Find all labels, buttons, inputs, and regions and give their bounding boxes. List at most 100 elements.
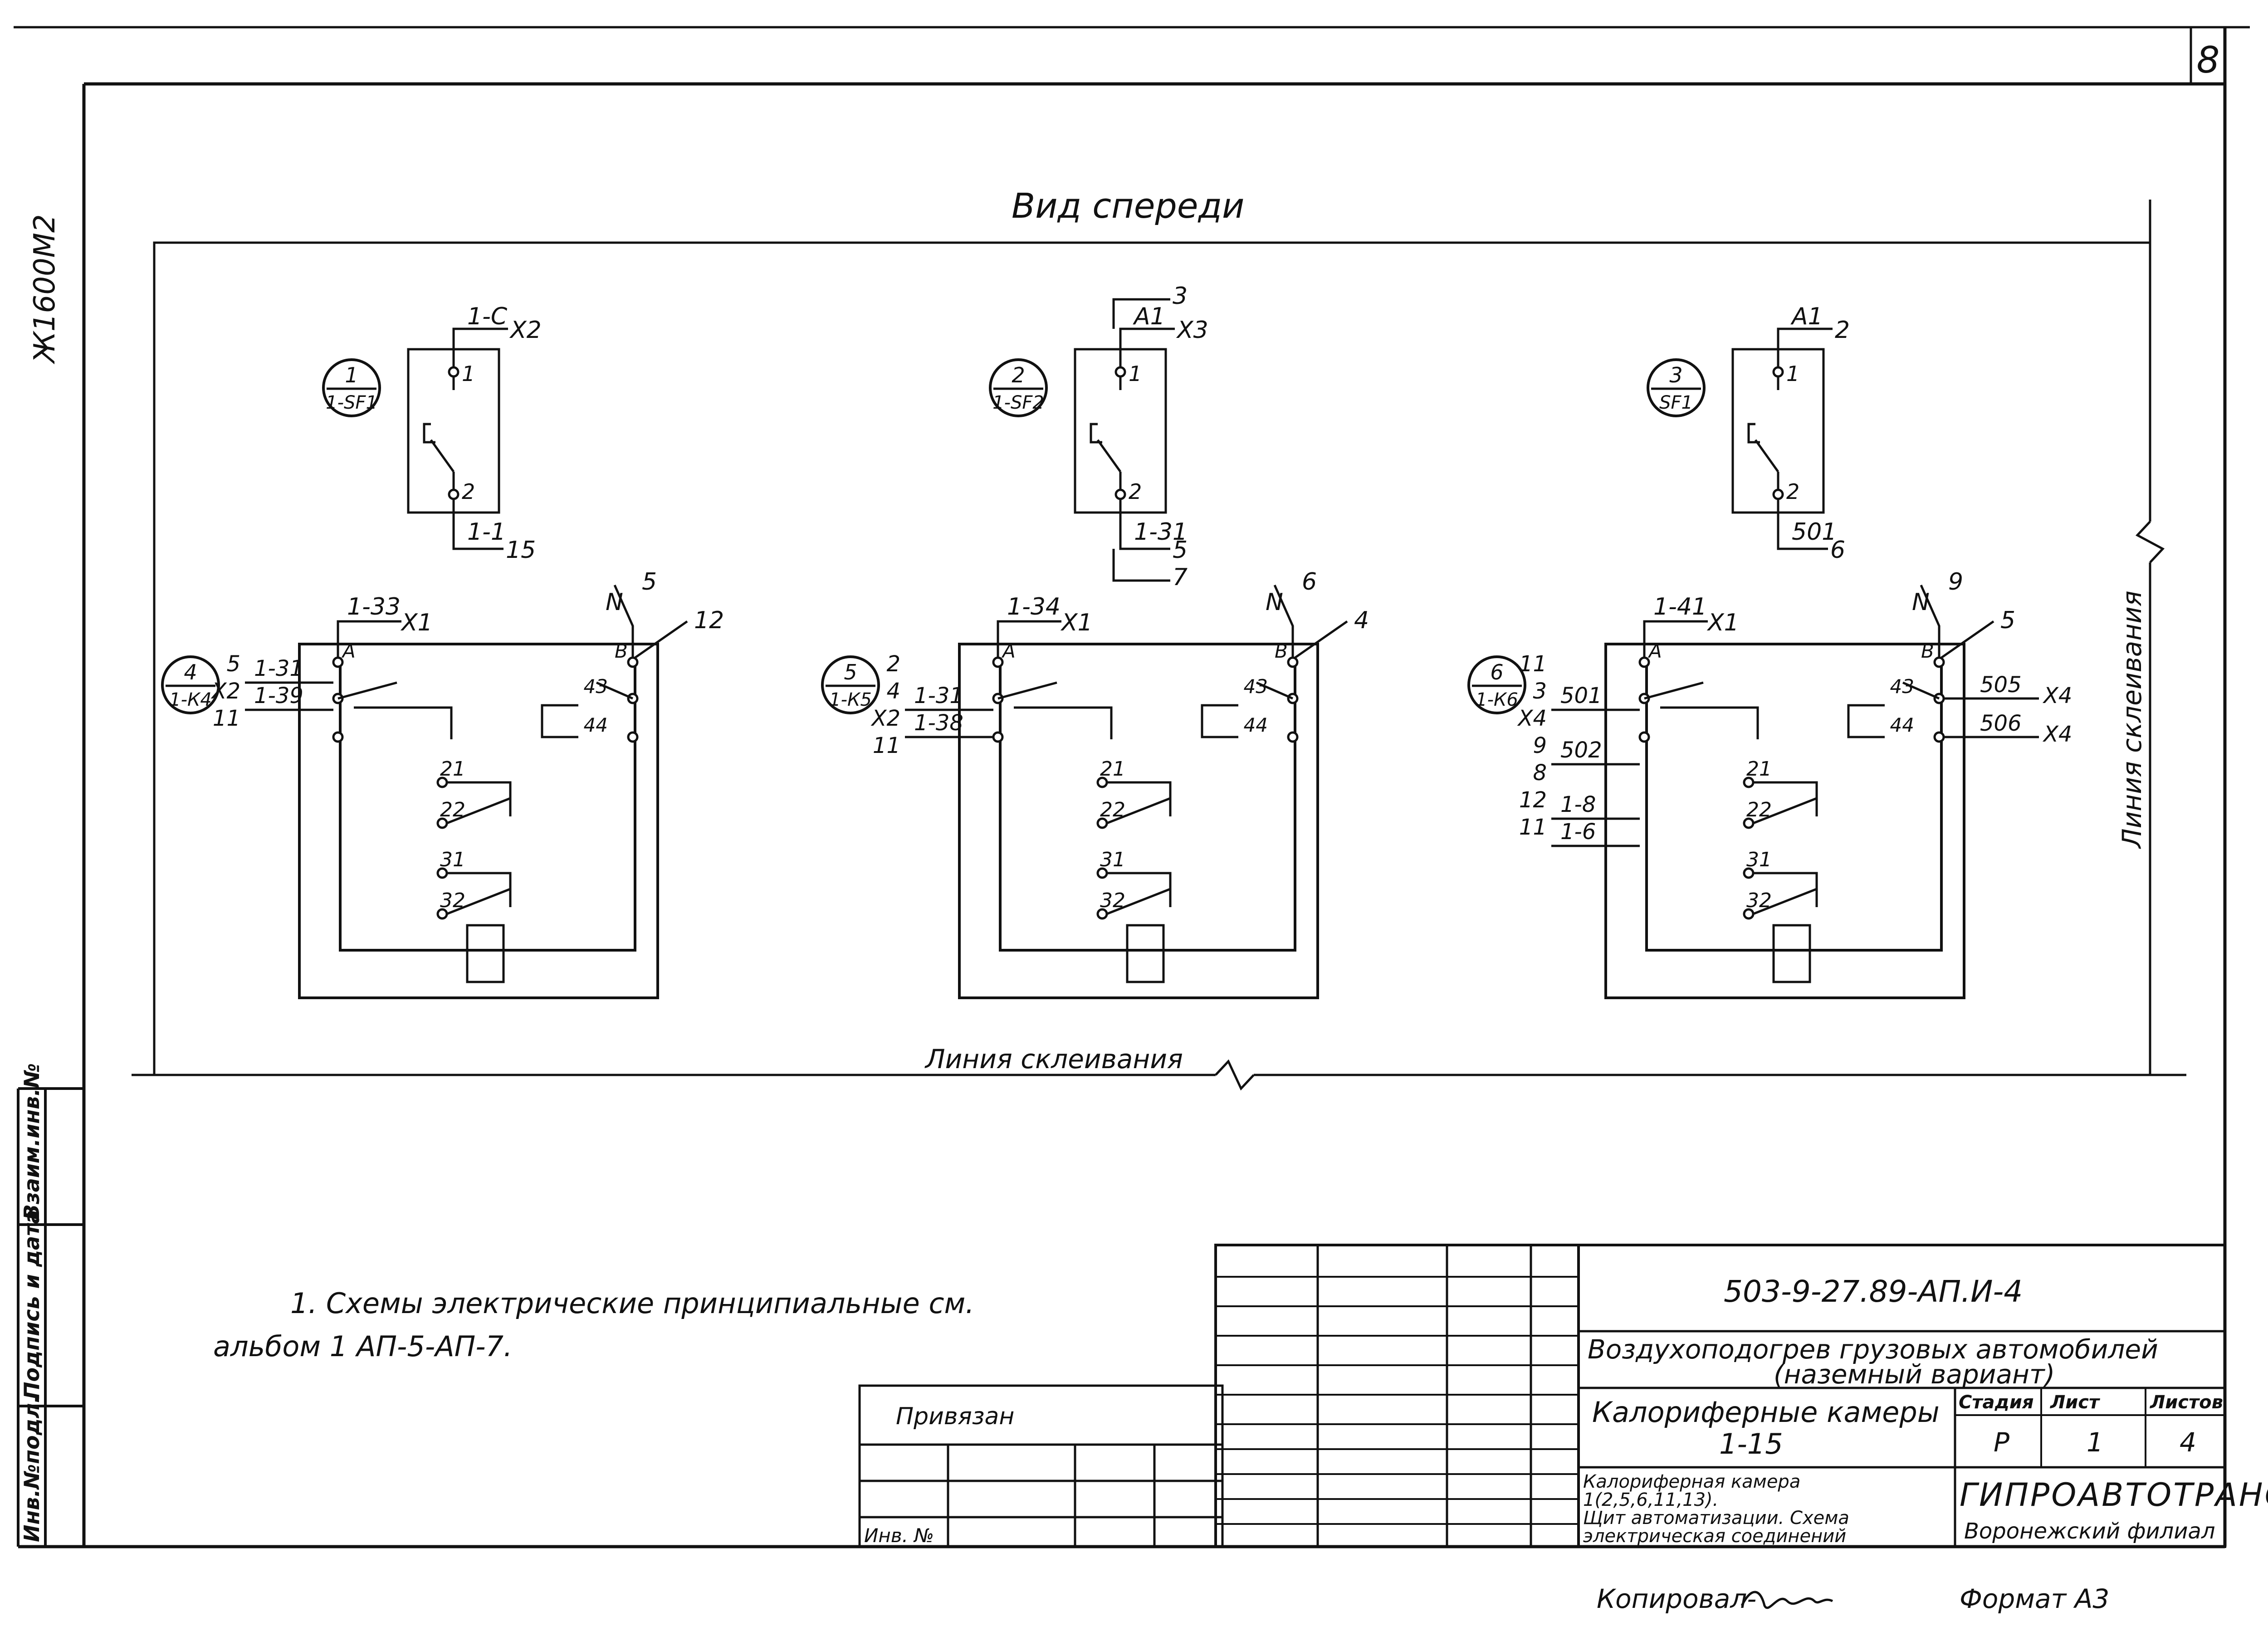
left-outer-label: 5 <box>226 651 240 677</box>
right-lead-line <box>1294 620 1348 659</box>
stage-value: Р <box>1994 1427 2009 1458</box>
paper-format: Формат А3 <box>1960 1583 2109 1614</box>
terminal-b-label: В <box>615 640 628 662</box>
ref-badge-number: 2 <box>1012 363 1025 387</box>
ref-badge-circle <box>1647 358 1706 417</box>
neutral-line <box>1920 584 1941 658</box>
breaker-top-terminal <box>448 366 459 378</box>
aux-21-22-blade <box>1106 797 1171 825</box>
sheet-title-line-1: Калориферные камеры <box>1592 1396 1940 1429</box>
ref-badge-code: 1-SF2 <box>992 392 1044 413</box>
left-outer-label: 11 <box>873 733 900 758</box>
ref-badge-circle <box>989 358 1048 417</box>
front-view-panel: Вид спереди Линия склеивания Линия склеи… <box>132 186 2186 1091</box>
left-outer-label: 12 <box>1519 787 1547 813</box>
aux-21-22-bar <box>1753 781 1818 816</box>
note-line-1: 1. Схемы электрические принципиальные см… <box>290 1287 974 1320</box>
breaker-bottom-pin: 2 <box>1786 479 1799 504</box>
left-outer-label: Х2 <box>210 679 240 704</box>
right-number: 5 <box>2000 607 2015 634</box>
left-wire-label: 502 <box>1560 737 1602 763</box>
breaker-contact-blade <box>430 439 455 473</box>
breaker-extra-bottom-line <box>1112 549 1170 582</box>
note: 1. Схемы электрические принципиальные см… <box>213 1287 974 1363</box>
right-contact-pin: 43 <box>1890 675 1914 698</box>
neutral-label: N <box>1912 589 1930 616</box>
left-outer-label: Х2 <box>870 706 900 731</box>
glue-line-horizontal: Линия склеивания <box>924 1044 1183 1074</box>
breaker-top-wire-label: А1 <box>1790 303 1823 330</box>
stage-label: Стадия <box>1959 1392 2034 1413</box>
sheets-label: Листов <box>2150 1392 2223 1413</box>
contactor-coil <box>1126 924 1165 983</box>
contactor-housing <box>1604 643 1965 999</box>
terminal-a-label: А <box>1647 640 1662 662</box>
terminal-a <box>332 656 344 668</box>
title-block: 503-9-27.89-АП.И-4 Воздухоподогрев грузо… <box>1214 1244 2268 1548</box>
right-wire-label: 505 <box>1980 672 2022 698</box>
left-outer-label: 11 <box>213 706 240 731</box>
terminal-a <box>992 656 1004 668</box>
aux-contact-pin: 31 <box>1746 848 1772 871</box>
sheet-label: Лист <box>2050 1392 2101 1413</box>
aux-31-32-blade <box>1106 888 1171 915</box>
ref-badge-code: 1-К5 <box>829 689 872 710</box>
contact-43-44-bracket <box>1847 704 1885 738</box>
breaker-bottom-pin: 2 <box>462 479 475 504</box>
aux-21-22-blade <box>446 797 511 825</box>
breaker-extra-top-label: 3 <box>1173 283 1188 310</box>
breaker-bottom-wire-line <box>1119 499 1170 550</box>
right-contact-pin: 44 <box>1244 714 1268 736</box>
sheet-title-line-2: 1-15 <box>1719 1427 1783 1460</box>
contact-14-terminal <box>1638 731 1650 743</box>
branch: Воронежский филиал <box>1964 1519 2215 1544</box>
right-number: 12 <box>694 607 724 634</box>
aux-21-22-blade <box>1753 797 1817 825</box>
breaker-contact-blade <box>1754 439 1779 473</box>
neutral-number: 6 <box>1302 568 1317 596</box>
sheet-value: 1 <box>2087 1427 2103 1458</box>
right-contact-pin: 43 <box>1244 675 1268 698</box>
bind-box: Привязан Инв. № <box>858 1384 1224 1548</box>
neutral-number: 5 <box>642 568 657 596</box>
stamp-inv-podl: Инв.№подл. <box>20 1395 44 1542</box>
terminal-a <box>1638 656 1650 668</box>
left-wire-label: 1-31 <box>914 683 963 708</box>
contactor-inner-wiring <box>1645 658 1943 952</box>
drawing-name-4: электрическая соединений <box>1583 1526 1846 1547</box>
right-wire-label: 506 <box>1980 711 2022 736</box>
terminal-b <box>1287 656 1299 668</box>
drawing-name-3: Щит автоматизации. Схема <box>1583 1508 1849 1529</box>
left-wire-label: 1-6 <box>1560 819 1596 845</box>
contactor-inner-wiring <box>339 658 636 952</box>
breaker-top-terminal <box>1114 366 1126 378</box>
contact-43-44-bracket <box>541 704 578 738</box>
breaker-top-pin: 1 <box>1786 361 1799 386</box>
breaker-bottom-terminal <box>1114 488 1126 500</box>
breaker-top-terminal <box>1772 366 1784 378</box>
breaker-top-wire-line <box>1777 327 1833 367</box>
breaker-top-wire-line <box>1119 327 1175 367</box>
project-line-2: (наземный вариант) <box>1774 1359 2055 1390</box>
right-term-label: Х4 <box>2042 722 2072 747</box>
contact-13-blade <box>1644 681 1704 700</box>
contact-13-14-bar <box>1014 706 1113 739</box>
bind-inv: Инв. № <box>864 1524 934 1547</box>
drawing-name-2: 1(2,5,6,11,13). <box>1583 1489 1718 1510</box>
footer: Копировал- Формат А3 <box>1597 1583 2109 1614</box>
contact-14-terminal <box>332 731 344 743</box>
top-wire-label: 1-41 <box>1653 593 1707 620</box>
breaker-top-wire-line <box>452 327 508 367</box>
breaker-bottom-number: 5 <box>1173 537 1188 564</box>
right-contact-pin: 44 <box>1890 714 1914 736</box>
top-terminal-label: Х1 <box>1060 609 1093 636</box>
breaker-extra-top-line <box>1112 298 1170 329</box>
neutral-label: N <box>606 589 623 616</box>
aux-contact-pin: 21 <box>1746 757 1772 781</box>
right-contact-pin: 43 <box>584 675 608 698</box>
